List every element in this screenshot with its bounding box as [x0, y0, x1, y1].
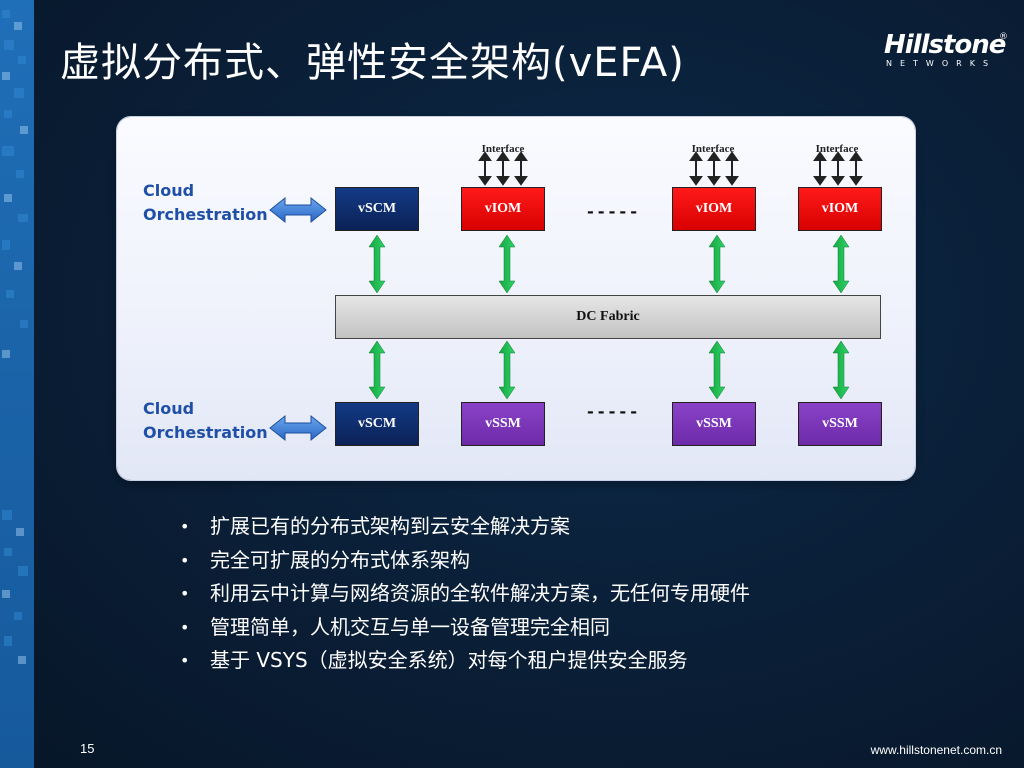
cloud-arrow-bottom — [269, 414, 327, 442]
bullet-item: • 基于 VSYS（虚拟安全系统）对每个租户提供安全服务 — [180, 644, 750, 678]
vssm-node-3: vSSM — [798, 402, 882, 446]
interface-label-3: Interface — [815, 143, 859, 155]
bullet-dot-icon: • — [180, 651, 190, 670]
cloud-orchestration-label-top: Cloud Orchestration — [143, 181, 268, 224]
page-title: 虚拟分布式、弹性安全架构(vEFA) — [60, 40, 685, 86]
page-number: 15 — [80, 741, 95, 756]
viom-node-1: vIOM — [461, 187, 545, 231]
bullet-text: 利用云中计算与网络资源的全软件解决方案，无任何专用硬件 — [210, 581, 750, 605]
bullet-item: • 扩展已有的分布式架构到云安全解决方案 — [180, 510, 750, 544]
interface-arrows-1 — [478, 151, 528, 186]
vscm-node-bottom: vSCM — [335, 402, 419, 446]
interface-label-2: Interface — [691, 143, 735, 155]
footer-url: www.hillstonenet.com.cn — [870, 743, 1002, 757]
logo-registered-mark: ® — [999, 32, 1008, 42]
bullet-item: • 利用云中计算与网络资源的全软件解决方案，无任何专用硬件 — [180, 577, 750, 611]
interface-label-1: Interface — [481, 143, 525, 155]
viom-node-2: vIOM — [672, 187, 756, 231]
bullet-dot-icon: • — [180, 617, 190, 637]
vssm-node-1: vSSM — [461, 402, 545, 446]
fabric-links-top — [368, 234, 850, 294]
bullet-text: 基于 VSYS（虚拟安全系统）对每个租户提供安全服务 — [210, 648, 688, 672]
viom-node-3: vIOM — [798, 187, 882, 231]
hillstone-logo: Hillstone NETWORKS ® — [884, 30, 1008, 68]
bullet-list: • 扩展已有的分布式架构到云安全解决方案 • 完全可扩展的分布式体系架构 • 利用云中… — [180, 510, 750, 678]
bullet-dot-icon: • — [180, 550, 190, 570]
bullet-text: 管理简单，人机交互与单一设备管理完全相同 — [210, 614, 610, 639]
left-decorative-band — [0, 0, 34, 768]
bullet-dot-icon: • — [180, 517, 190, 536]
bullet-text: 扩展已有的分布式架构到云安全解决方案 — [210, 514, 570, 538]
bullet-text: 完全可扩展的分布式体系架构 — [210, 547, 470, 572]
bullet-item: • 完全可扩展的分布式体系架构 — [180, 544, 750, 578]
ellipsis-top: ----- — [585, 203, 640, 223]
cloud-arrow-top — [269, 196, 327, 224]
dc-fabric-bar: DC Fabric — [335, 295, 881, 339]
interface-arrows-3 — [813, 151, 863, 186]
vefa-architecture-diagram: Cloud Orchestration Cloud Orchestration … — [117, 117, 915, 480]
logo-wordmark: Hillstone — [884, 30, 1006, 60]
vssm-node-2: vSSM — [672, 402, 756, 446]
bullet-item: • 管理简单，人机交互与单一设备管理完全相同 — [180, 611, 750, 645]
arrows-layer — [269, 151, 863, 442]
interface-arrows-2 — [689, 151, 739, 186]
logo-tagline: NETWORKS — [886, 59, 997, 68]
fabric-links-bottom — [368, 340, 850, 400]
bullet-dot-icon: • — [180, 584, 190, 603]
ellipsis-bottom: ----- — [585, 403, 640, 423]
vscm-node-top: vSCM — [335, 187, 419, 231]
cloud-orchestration-label-bottom: Cloud Orchestration — [143, 399, 268, 442]
